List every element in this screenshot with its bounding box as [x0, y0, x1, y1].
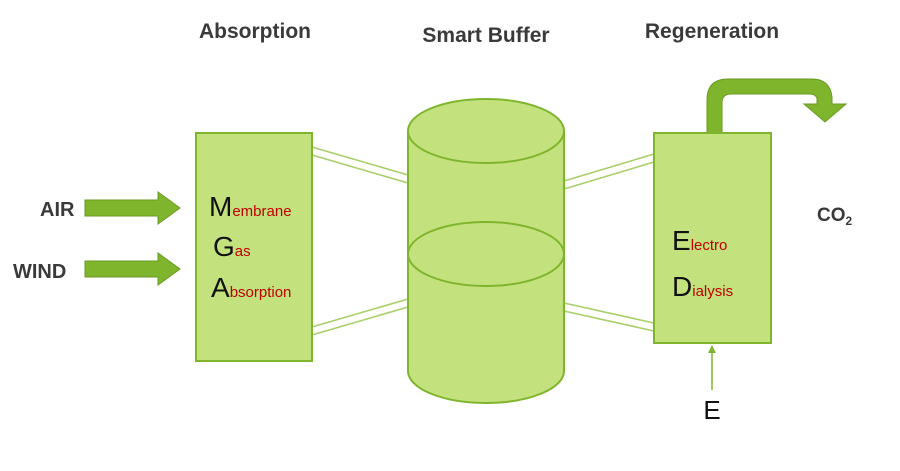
air-arrow	[84, 191, 181, 225]
buffer-regenerator-connectors	[563, 153, 655, 332]
membrane-initial: M	[209, 191, 232, 222]
dialysis-rest: ialysis	[692, 283, 733, 300]
absorber-box	[195, 132, 313, 362]
membrane-rest: embrane	[232, 203, 291, 220]
regeneration-header: Regeneration	[645, 20, 779, 43]
regenerator-line-electro: Electro	[672, 225, 727, 256]
electro-rest: lectro	[691, 237, 728, 254]
cylinder-top	[407, 98, 565, 164]
absorber-buffer-connectors	[311, 146, 409, 336]
gas-rest: as	[235, 243, 251, 260]
co2-subscript: 2	[846, 214, 853, 228]
absorber-line-membrane: Membrane	[209, 191, 292, 222]
absorption-initial: A	[211, 272, 230, 303]
absorber-line-absorption: Absorption	[211, 272, 291, 303]
cylinder-divider	[407, 221, 565, 287]
energy-input-arrow	[708, 345, 716, 390]
smart-buffer-cylinder	[407, 98, 565, 404]
smart-buffer-header: Smart Buffer	[422, 24, 549, 47]
dialysis-initial: D	[672, 271, 692, 302]
absorption-rest: bsorption	[230, 284, 292, 301]
energy-label: E	[703, 395, 720, 425]
regenerator-box	[653, 132, 772, 344]
co2-label: CO2	[817, 205, 853, 228]
electro-initial: E	[672, 225, 691, 256]
wind-label: WIND	[13, 261, 66, 283]
regenerator-line-dialysis: Dialysis	[672, 271, 733, 302]
absorption-header: Absorption	[199, 20, 311, 43]
co2-main: CO	[817, 205, 846, 226]
wind-arrow	[84, 252, 181, 286]
absorber-line-gas: Gas	[213, 231, 251, 262]
air-label: AIR	[40, 199, 75, 221]
co2-outlet-arrow	[706, 78, 848, 135]
gas-initial: G	[213, 231, 235, 262]
